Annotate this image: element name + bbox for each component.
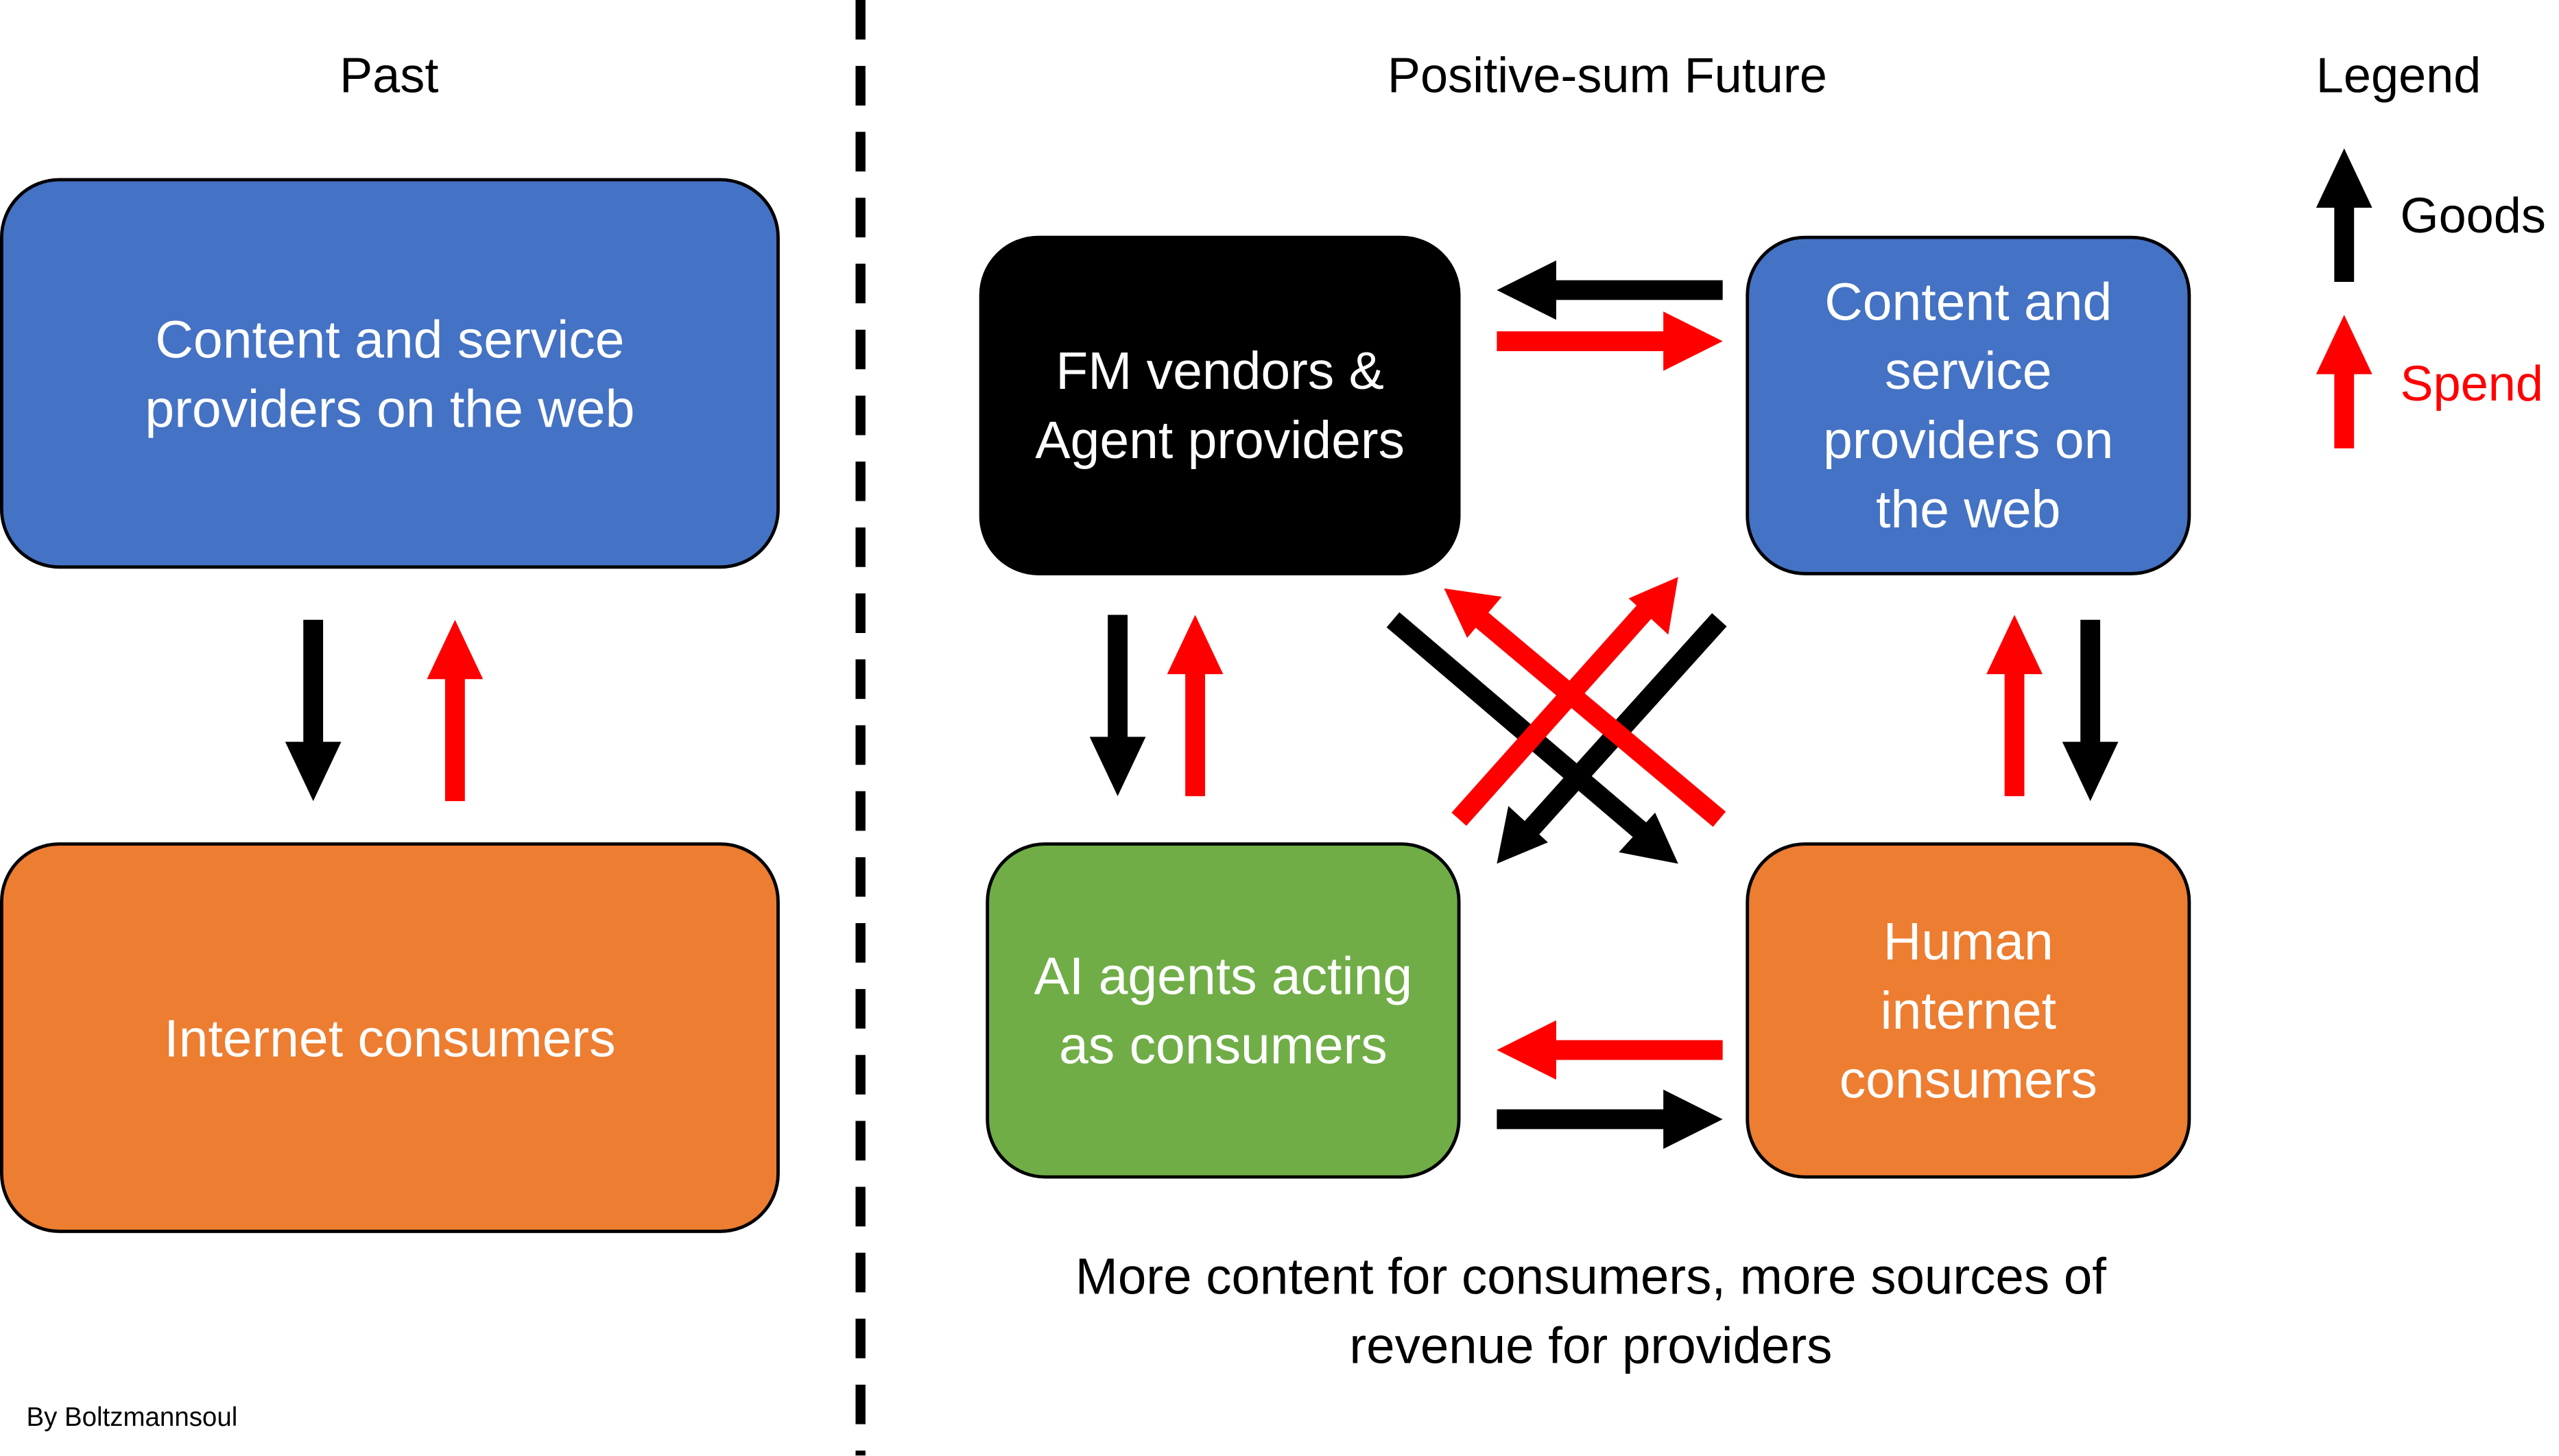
future-heading: Positive-sum Future [1387,49,1827,104]
human-consumers-box: Human internet consumers [1746,842,2191,1179]
past-consumers-box: Internet consumers [0,842,780,1233]
providers-human-goods-arrow [2062,619,2119,802]
cross-spend-human-to-fm [1444,588,1726,827]
future-providers-box: Content and service providers on the web [1746,235,2191,575]
fm-agents-spend-arrow [1167,614,1224,796]
cross-goods-fm-to-human [1386,612,1678,864]
legend-goods-label: Goods [2400,189,2546,244]
credit-text: By Boltzmannsoul [26,1404,238,1433]
footer-note: More content for consumers, more sources… [1075,1248,2106,1375]
providers-human-spend-arrow [1986,614,2043,796]
fm-providers-spend-arrow [1497,311,1723,371]
legend-spend-arrow [2316,315,2372,449]
cross-spend-agents-to-providers [1451,577,1678,826]
ai-agents-box: AI agents acting as consumers [986,842,1461,1179]
past-goods-arrow [285,619,342,802]
past-spend-arrow [427,619,484,802]
fm-vendors-box: FM vendors & Agent providers [979,235,1461,575]
fm-providers-goods-arrow [1497,260,1723,320]
past-providers-box: Content and service providers on the web [0,178,780,569]
legend-heading: Legend [2316,49,2481,104]
past-heading: Past [340,49,439,104]
agents-human-goods-arrow [1497,1089,1723,1149]
fm-agents-goods-arrow [1089,614,1146,796]
agents-human-spend-arrow [1497,1020,1723,1080]
legend-goods-arrow [2316,148,2372,282]
legend-spend-label: Spend [2400,357,2543,412]
